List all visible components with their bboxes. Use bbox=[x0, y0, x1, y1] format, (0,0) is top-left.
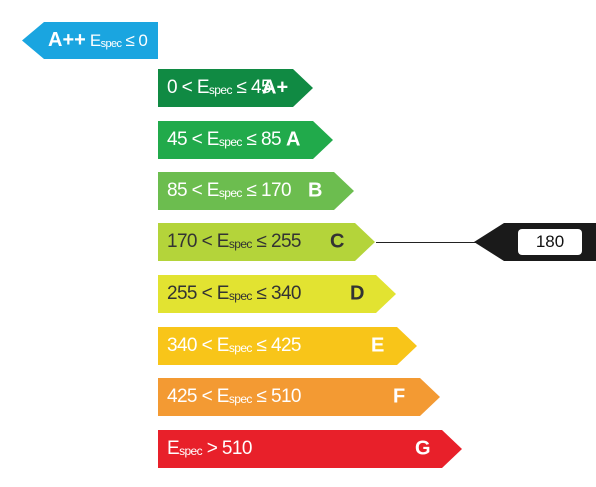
class-arrow-c: 170 < Espec ≤ 255 C bbox=[158, 223, 375, 261]
class-range-label: Espec > 510 bbox=[167, 438, 252, 459]
class-letter: A bbox=[286, 128, 301, 151]
class-range-label: 425 < Espec ≤ 510 bbox=[167, 386, 301, 407]
class-range-label: 340 < Espec ≤ 425 bbox=[167, 335, 301, 356]
symbol-sub: spec bbox=[100, 37, 122, 50]
indicator-connector-line bbox=[376, 242, 494, 243]
class-arrow-d: 255 < Espec ≤ 340 D bbox=[158, 275, 396, 313]
class-letter: G bbox=[415, 437, 431, 460]
class-arrow-b: 85 < Espec ≤ 170 B bbox=[158, 172, 354, 210]
class-arrow-e: 340 < Espec ≤ 425 E bbox=[158, 327, 417, 365]
class-letter: F bbox=[393, 385, 406, 408]
class-range-label: 45 < Espec ≤ 85 bbox=[167, 129, 281, 150]
class-arrow-g: Espec > 510 G bbox=[158, 430, 462, 468]
top-class-label: A++ bbox=[48, 29, 86, 51]
class-range-label: 255 < Espec ≤ 340 bbox=[167, 283, 301, 304]
symbol-main: E bbox=[89, 30, 101, 50]
top-class-condition: Espec ≤ 0 bbox=[89, 30, 148, 51]
class-letter: D bbox=[350, 282, 365, 305]
top-condition-text: ≤ 0 bbox=[125, 30, 148, 50]
indicator-value: 180 bbox=[518, 229, 582, 255]
class-range-label: 85 < Espec ≤ 170 bbox=[167, 180, 291, 201]
class-letter: C bbox=[330, 230, 345, 253]
class-letter: A+ bbox=[262, 76, 289, 99]
class-letter: E bbox=[371, 334, 385, 357]
class-range-label: 170 < Espec ≤ 255 bbox=[167, 231, 301, 252]
class-arrow-f: 425 < Espec ≤ 510 F bbox=[158, 378, 440, 416]
class-letter: B bbox=[308, 179, 323, 202]
class-range-label: 0 < Espec ≤ 45 bbox=[167, 77, 271, 98]
top-class-arrow: A++ Espec ≤ 0 bbox=[22, 22, 158, 59]
